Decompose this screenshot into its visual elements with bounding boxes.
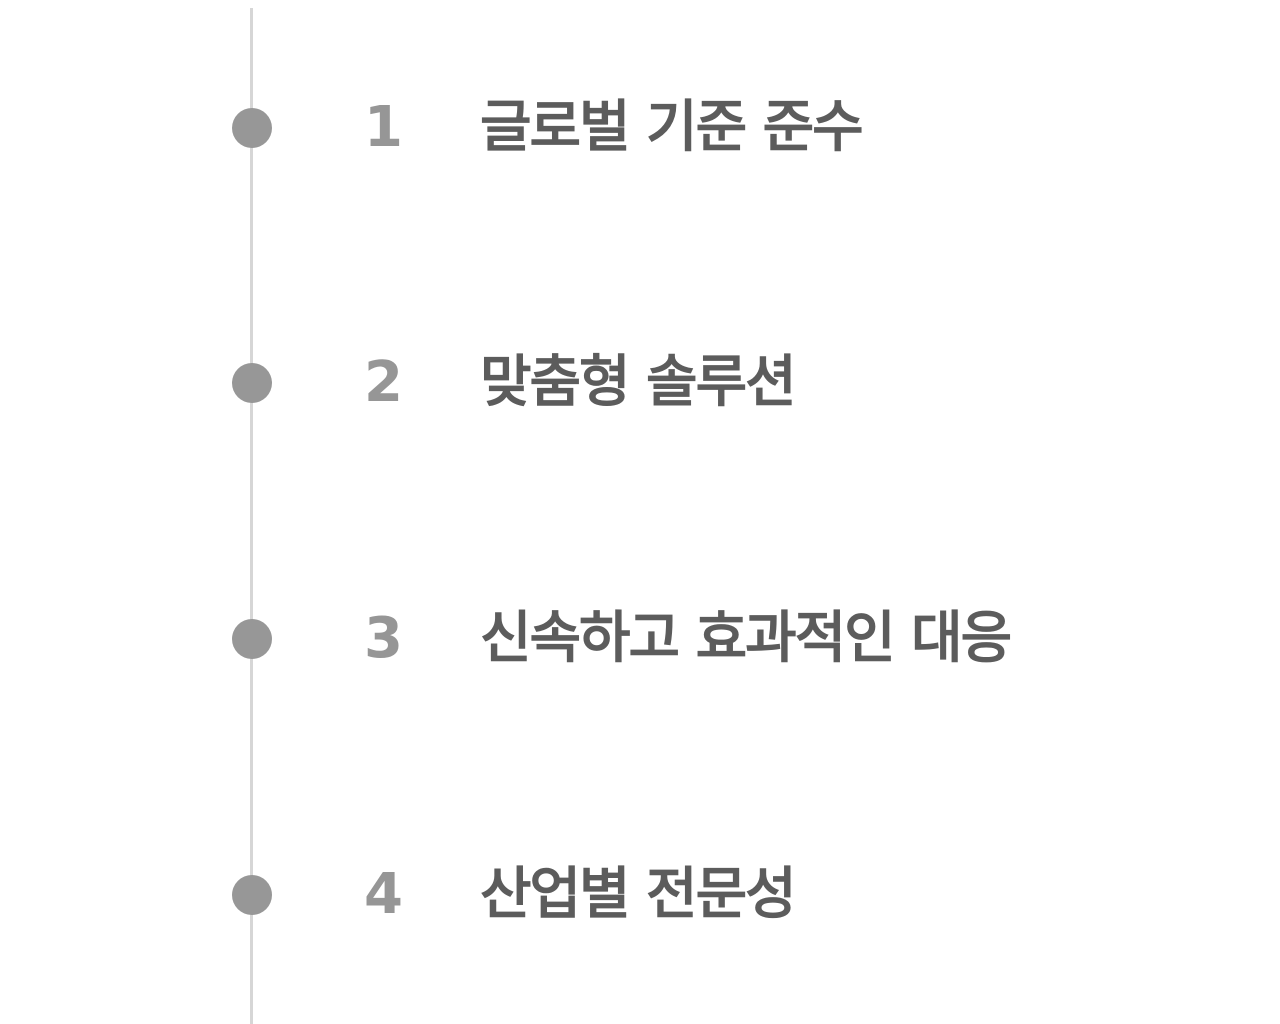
timeline-line — [250, 8, 253, 1024]
timeline-item-4: 4 산업별 전문성 — [0, 855, 1280, 935]
item-title: 글로벌 기준 준수 — [480, 95, 864, 160]
timeline-item-1: 1 글로벌 기준 준수 — [0, 88, 1280, 168]
item-number: 3 — [364, 606, 403, 671]
timeline-item-2: 2 맞춤형 솔루션 — [0, 343, 1280, 423]
item-title: 신속하고 효과적인 대응 — [480, 606, 1012, 671]
item-title: 산업별 전문성 — [480, 862, 797, 927]
timeline-dot-icon — [232, 875, 272, 915]
item-number: 1 — [364, 95, 403, 160]
item-title: 맞춤형 솔루션 — [480, 350, 797, 415]
item-number: 4 — [364, 862, 403, 927]
timeline-dot-icon — [232, 108, 272, 148]
item-number: 2 — [364, 350, 403, 415]
timeline-item-3: 3 신속하고 효과적인 대응 — [0, 599, 1280, 679]
timeline-dot-icon — [232, 619, 272, 659]
timeline-dot-icon — [232, 363, 272, 403]
